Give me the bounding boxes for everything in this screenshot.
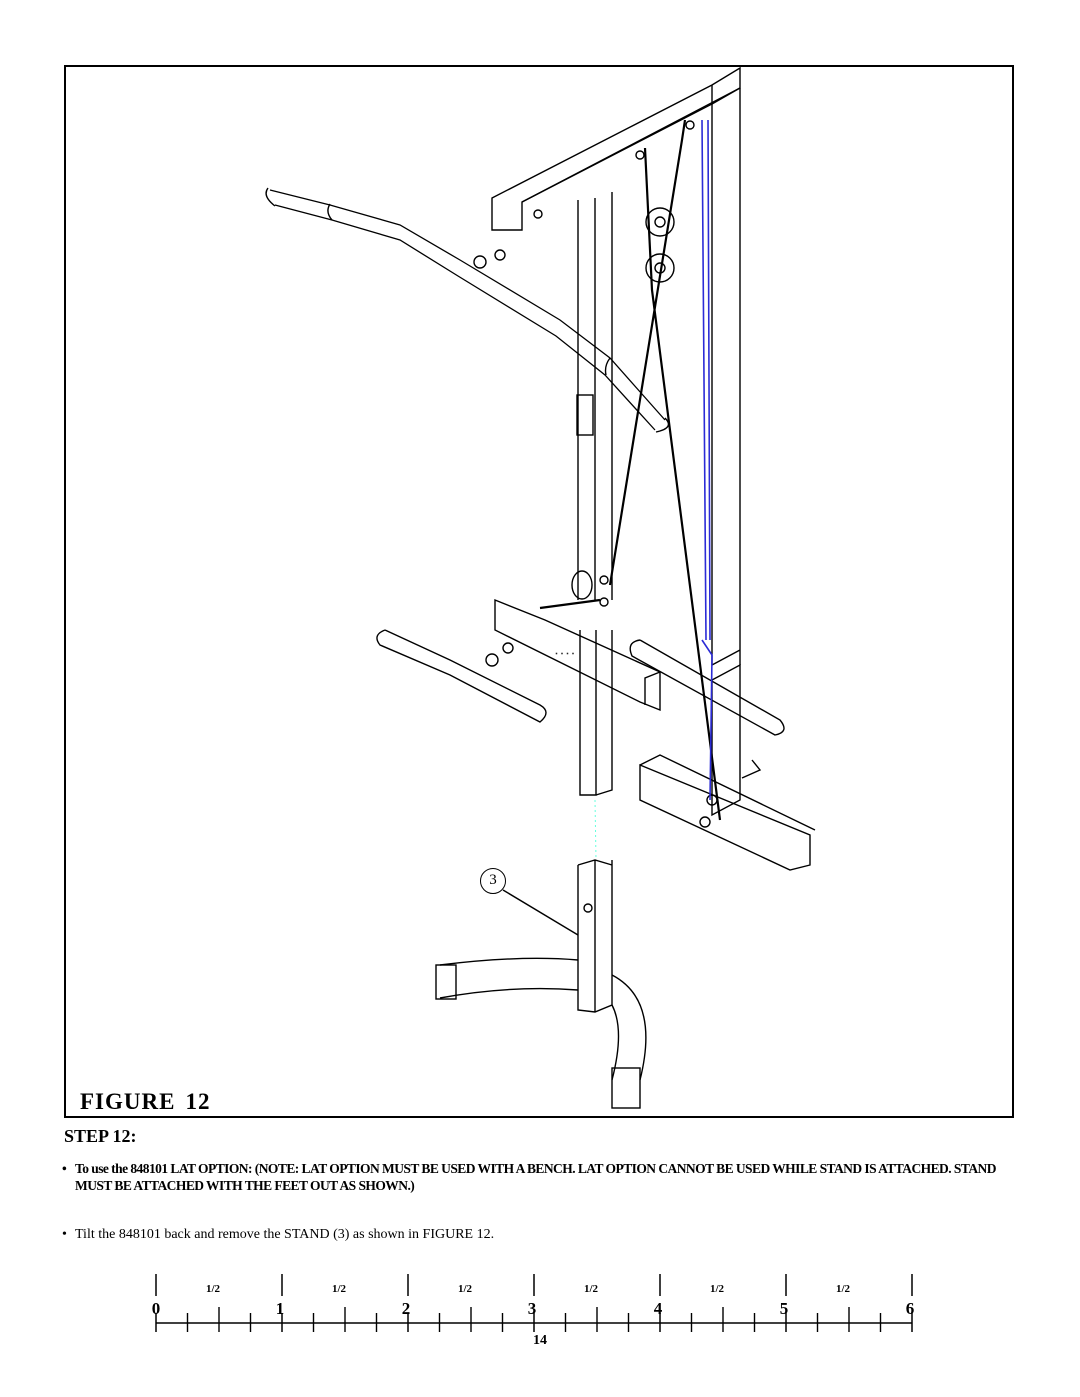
- bullet-marker: •: [62, 1227, 67, 1242]
- ruler-half-label: 1/2: [584, 1283, 599, 1295]
- figure-frame: [64, 65, 1014, 1118]
- figure-label: FIGURE: [80, 1089, 176, 1114]
- instruction-item: • Tilt the 848101 back and remove the ST…: [62, 1227, 494, 1243]
- figure-caption: FIGURE 12: [80, 1089, 210, 1115]
- ruler-inch-number: 6: [906, 1299, 915, 1318]
- low-handle: [376, 629, 547, 723]
- ruler-inch-number: 5: [780, 1299, 789, 1318]
- ruler-inch-number: 1: [276, 1299, 285, 1318]
- blue-cable: [701, 119, 713, 801]
- rear-handle: [629, 639, 785, 736]
- lat-bar: [269, 189, 666, 421]
- instruction-text: Tilt the 848101 back and remove the STAN…: [75, 1227, 495, 1242]
- ruler-inch-number: 3: [528, 1299, 537, 1318]
- page-number: 14: [533, 1333, 547, 1348]
- ruler-half-label: 1/2: [836, 1283, 851, 1295]
- instruction-item: • To use the 848101 LAT OPTION: (NOTE: L…: [62, 1160, 1022, 1194]
- front-crossmember: [494, 598, 661, 712]
- ruler-half-label: 1/2: [710, 1283, 725, 1295]
- ruler-inch-number: 4: [654, 1299, 663, 1318]
- inch-ruler: 0 1/2 1 1/2 2 1/2 3 1/2 4 1/2 5 1/2 6: [152, 1274, 915, 1332]
- black-cable: [539, 119, 722, 821]
- ruler-inch-number: 2: [402, 1299, 411, 1318]
- ruler-half-label: 1/2: [206, 1283, 221, 1295]
- figure-number: 12: [185, 1089, 211, 1114]
- step-heading: STEP 12:: [64, 1126, 137, 1146]
- callout-stand: 3: [480, 868, 506, 894]
- top-beam-face: [521, 85, 713, 203]
- main-post: [711, 88, 741, 666]
- rear-base: [639, 754, 816, 871]
- stand-legs: [439, 957, 647, 1081]
- stand-post: [577, 859, 613, 1013]
- lat-option-illustration: · · · ·: [265, 66, 816, 1109]
- bullet-marker: •: [62, 1161, 67, 1176]
- ruler-half-label: 1/2: [332, 1283, 347, 1295]
- ruler-half-label: 1/2: [458, 1283, 473, 1295]
- front-post: [577, 192, 613, 600]
- instruction-text: To use the 848101 LAT OPTION: (NOTE: LAT…: [75, 1161, 996, 1193]
- svg-text:· · · ·: · · · ·: [555, 648, 575, 658]
- lower-post: [579, 630, 613, 796]
- ruler-inch-number: 0: [152, 1299, 161, 1318]
